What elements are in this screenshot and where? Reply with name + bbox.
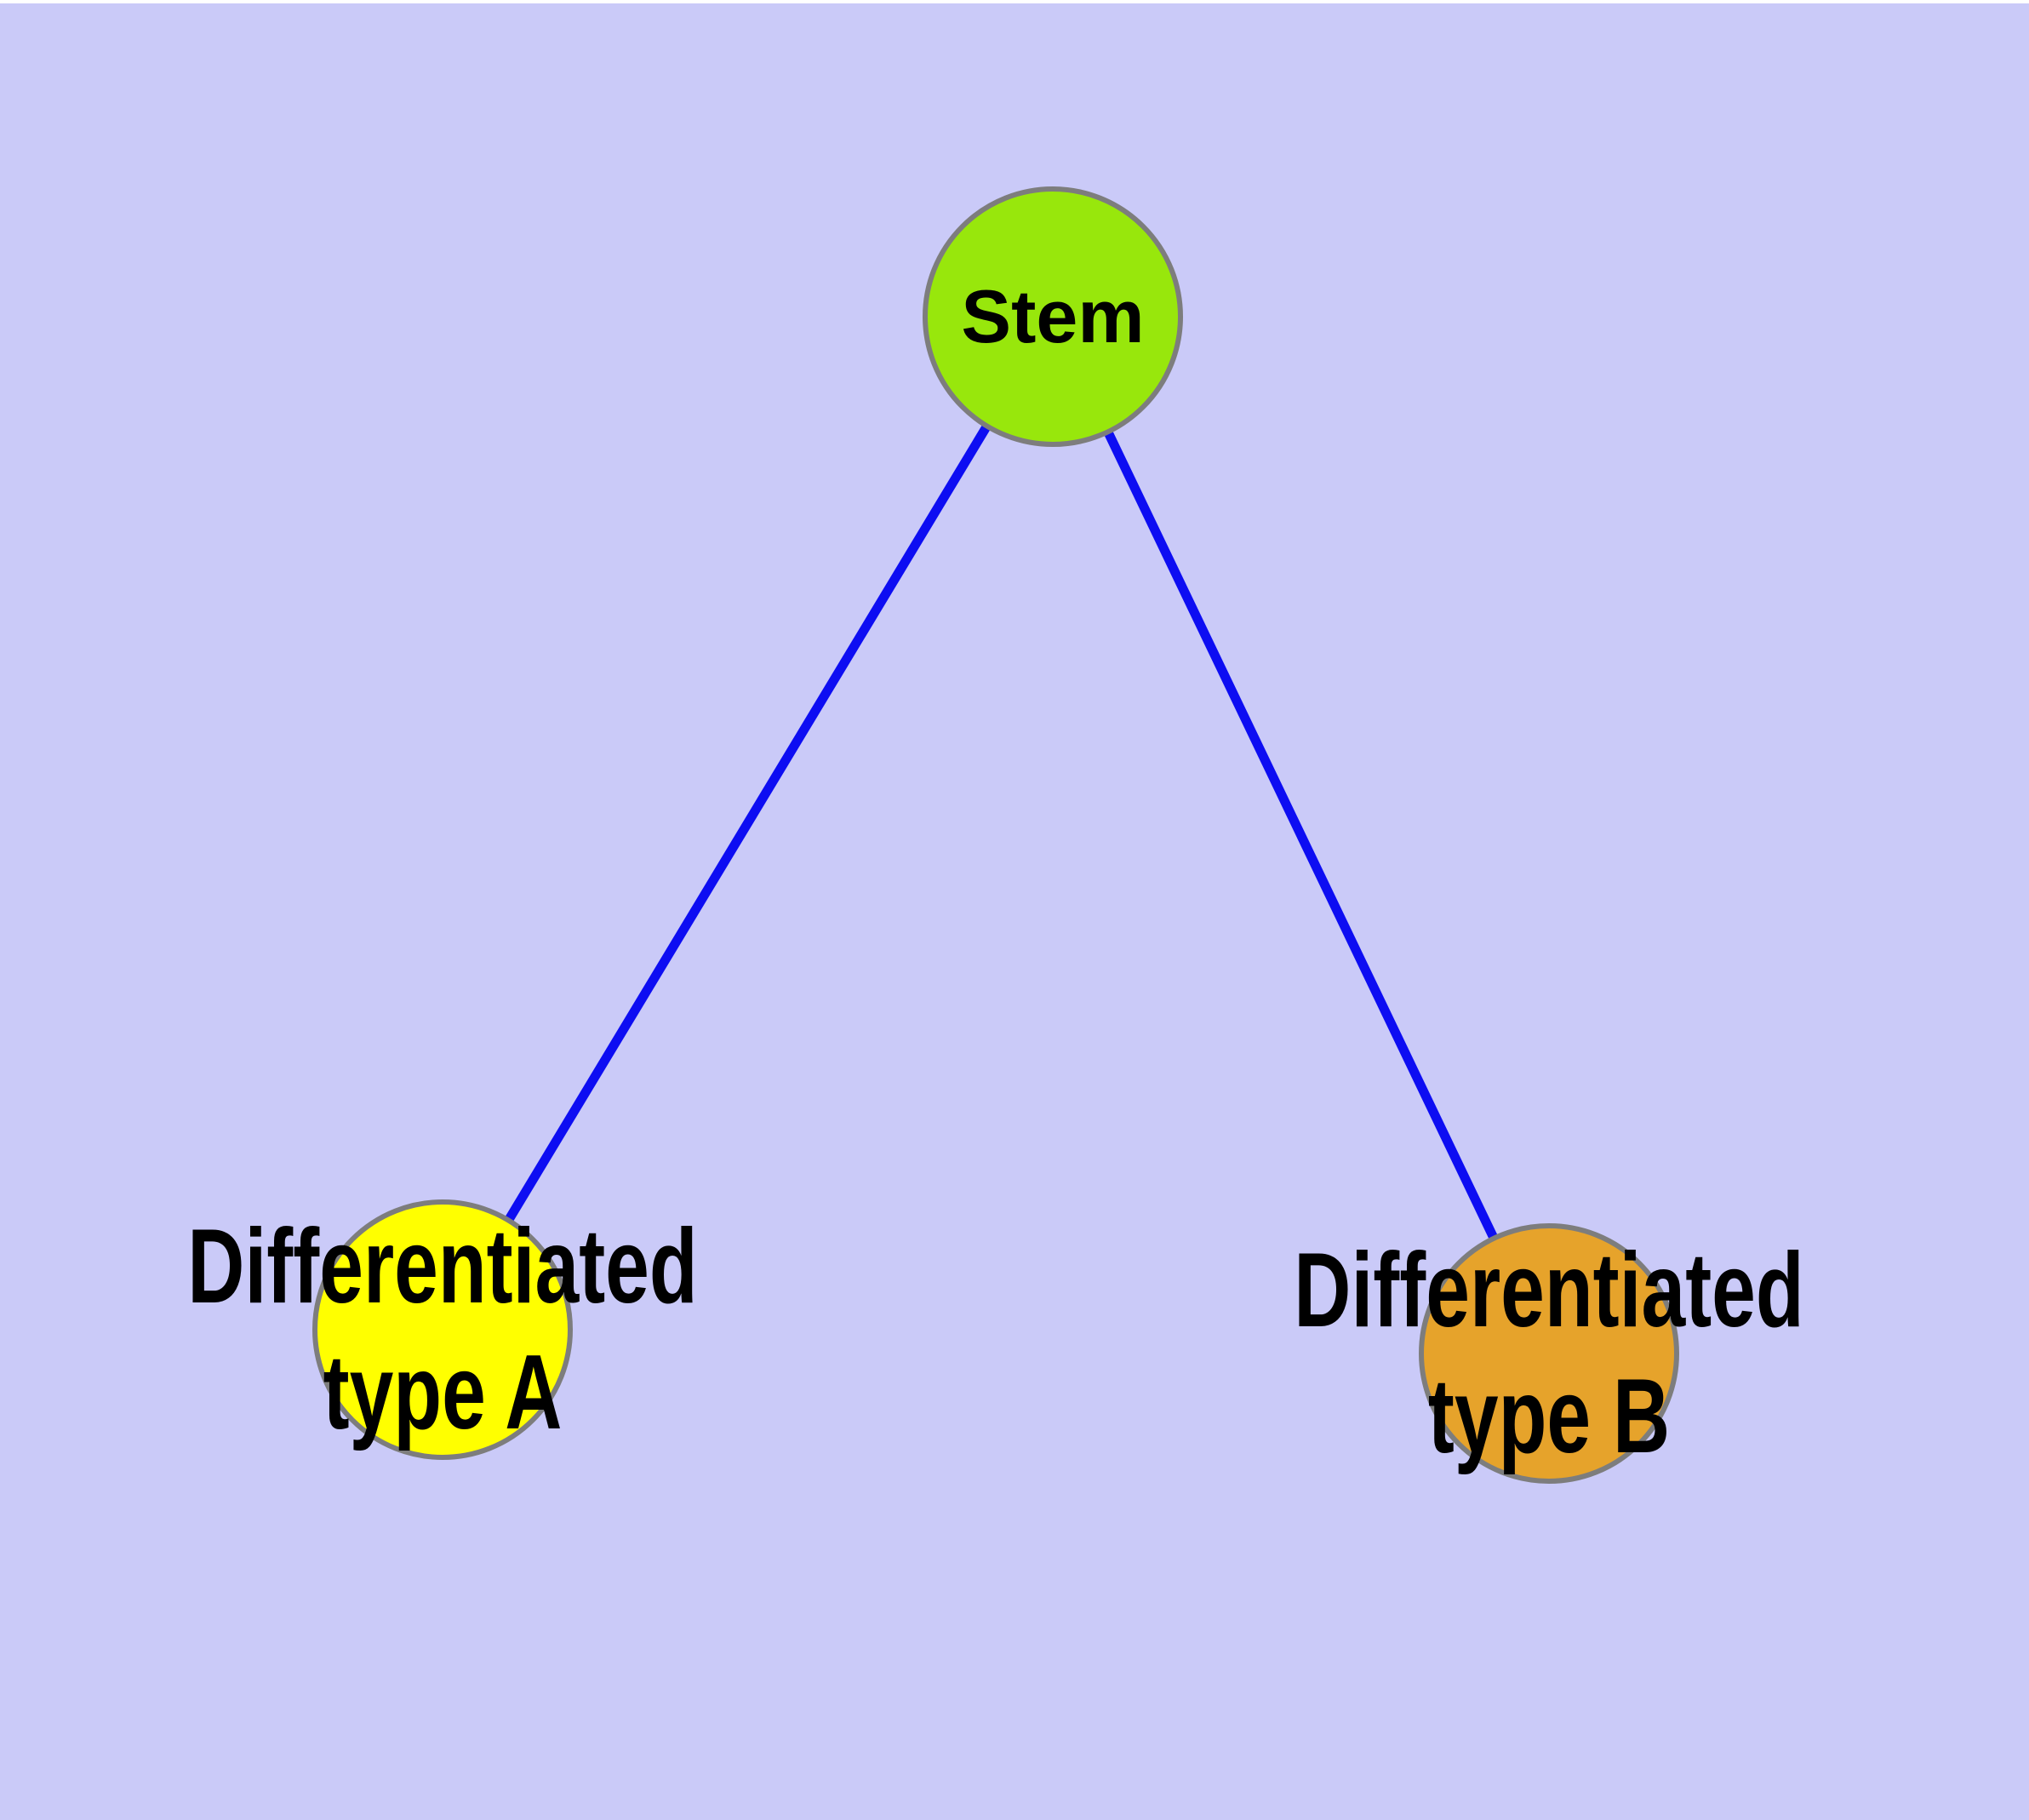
- node-differentiated-type-a-circle: [312, 1199, 573, 1460]
- edge-stem-to-type-a: [438, 314, 1057, 1332]
- node-stem-circle: [923, 186, 1183, 447]
- edge-stem-to-type-b: [1049, 314, 1553, 1356]
- node-differentiated-type-b-circle: [1419, 1223, 1679, 1484]
- window-top-edge: [0, 0, 2029, 3]
